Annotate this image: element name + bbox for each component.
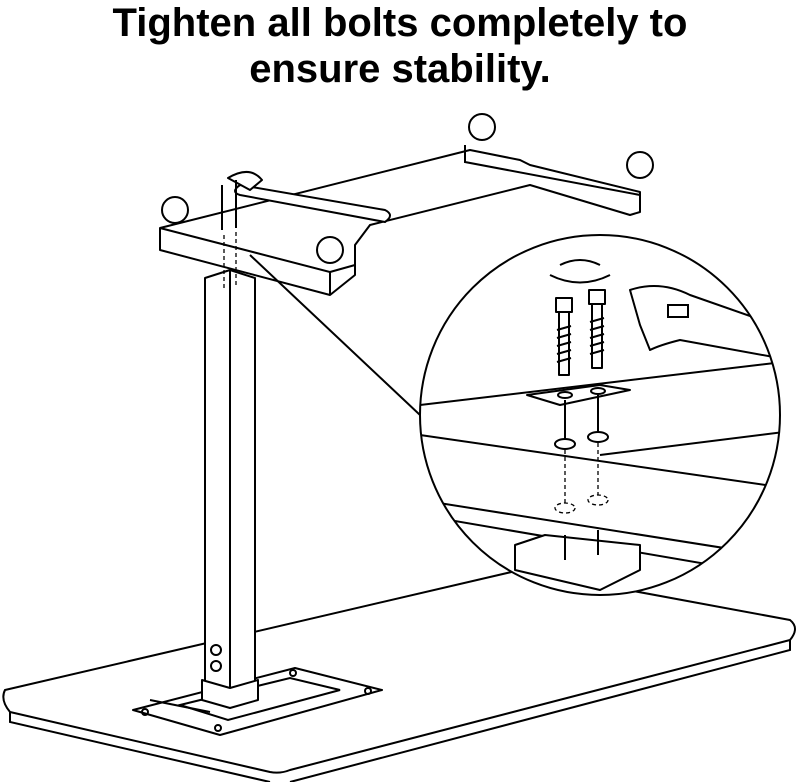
callout-line [249,254,421,416]
leg-column [201,269,259,709]
base-plate [132,667,383,736]
instruction-title-line-1: Tighten all bolts completely to [112,1,688,45]
upper-frame [159,113,654,296]
detail-circle [419,234,781,596]
bolts-small [221,180,237,290]
instruction-title-line-2: ensure stability. [249,47,551,91]
desk-top [2,569,796,782]
